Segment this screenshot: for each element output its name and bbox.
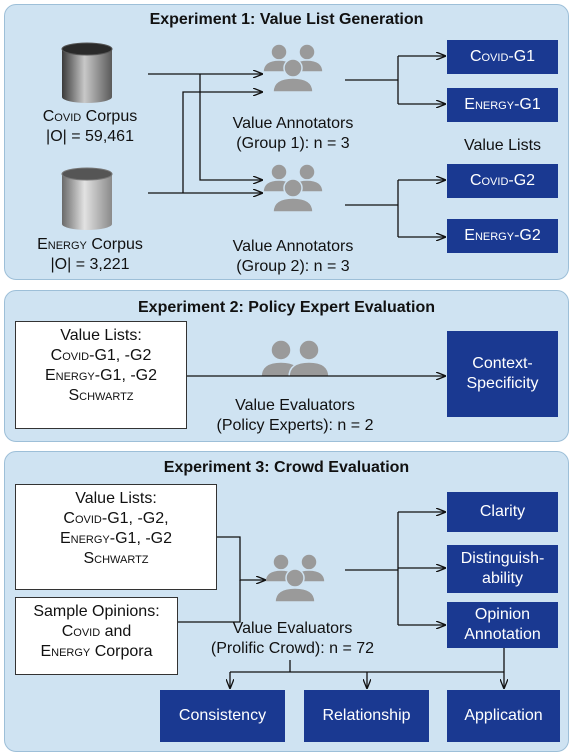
exp3-evaluators-line2: (Prolific Crowd): n = 72	[210, 640, 375, 657]
energy-corpus-database-icon	[61, 167, 113, 230]
policy-experts-group-icon	[260, 339, 330, 378]
sample-opinions-heading: Sample Opinions:	[33, 603, 160, 620]
covid-corpus-label: Covid Corpus	[42, 108, 138, 125]
distinguishability-box: Distinguish-ability	[447, 545, 558, 593]
energy-g2-box: Energy-G2	[447, 219, 558, 253]
exp3-lists-covid: Covid-G1, -G2,	[63, 510, 169, 527]
covid-g1-box: Covid-G1	[447, 40, 558, 74]
arrow-covid-to-group2	[199, 74, 262, 180]
experiment-3-title: Experiment 3: Crowd Evaluation	[163, 459, 410, 476]
arrow-lists-to-crowd	[217, 536, 265, 580]
exp3-evaluators-line1: Value Evaluators	[232, 620, 353, 637]
exp3-lists-schwartz: Schwartz	[83, 550, 149, 567]
exp2-lists-energy: Energy-G1, -G2	[44, 367, 158, 384]
exp3-value-lists-box: Value Lists: Covid-G1, -G2, Energy-G1, -…	[15, 484, 217, 590]
exp2-lists-heading: Value Lists:	[60, 327, 142, 344]
arrow-energy-to-group1	[182, 92, 262, 193]
exp2-value-lists-box: Value Lists: Covid-G1, -G2 Energy-G1, -G…	[15, 321, 187, 429]
group1-label-line2: (Group 1): n = 3	[236, 135, 350, 152]
clarity-box: Clarity	[447, 492, 558, 532]
exp3-lists-energy: Energy-G1, -G2	[59, 530, 173, 547]
prolific-crowd-group-icon	[264, 553, 326, 603]
energy-corpus-count: |O| = 3,221	[50, 256, 130, 273]
value-lists-label: Value Lists	[463, 137, 542, 154]
application-box: Application	[447, 690, 560, 742]
exp2-evaluators-line1: Value Evaluators	[235, 397, 355, 414]
covid-g2-box: Covid-G2	[447, 164, 558, 198]
covid-corpus-database-icon	[61, 42, 113, 103]
energy-corpus-label: Energy Corpus	[37, 236, 143, 253]
sample-opinions-box: Sample Opinions: Covid and Energy Corpor…	[15, 597, 178, 675]
exp2-lists-schwartz: Schwartz	[68, 387, 134, 404]
relationship-box: Relationship	[304, 690, 429, 742]
exp2-evaluators-line2: (Policy Experts): n = 2	[216, 417, 374, 434]
group2-label-line1: Value Annotators	[232, 238, 354, 255]
experiment-2-title: Experiment 2: Policy Expert Evaluation	[138, 299, 435, 316]
group1-label-line1: Value Annotators	[232, 115, 354, 132]
consistency-box: Consistency	[160, 690, 285, 742]
annotators-group-1-icon	[262, 43, 324, 93]
group2-label-line2: (Group 2): n = 3	[236, 258, 350, 275]
annotators-group-2-icon	[262, 163, 324, 213]
energy-g1-box: Energy-G1	[447, 88, 558, 122]
exp3-lists-heading: Value Lists:	[75, 490, 157, 507]
sample-opinions-covid: Covid and	[61, 623, 132, 640]
context-specificity-box: Context-Specificity	[447, 331, 558, 417]
sample-opinions-energy: Energy Corpora	[40, 643, 153, 660]
experiment-1-title: Experiment 1: Value List Generation	[149, 11, 424, 28]
exp2-lists-covid: Covid-G1, -G2	[50, 347, 152, 364]
covid-corpus-count: |O| = 59,461	[46, 128, 134, 145]
